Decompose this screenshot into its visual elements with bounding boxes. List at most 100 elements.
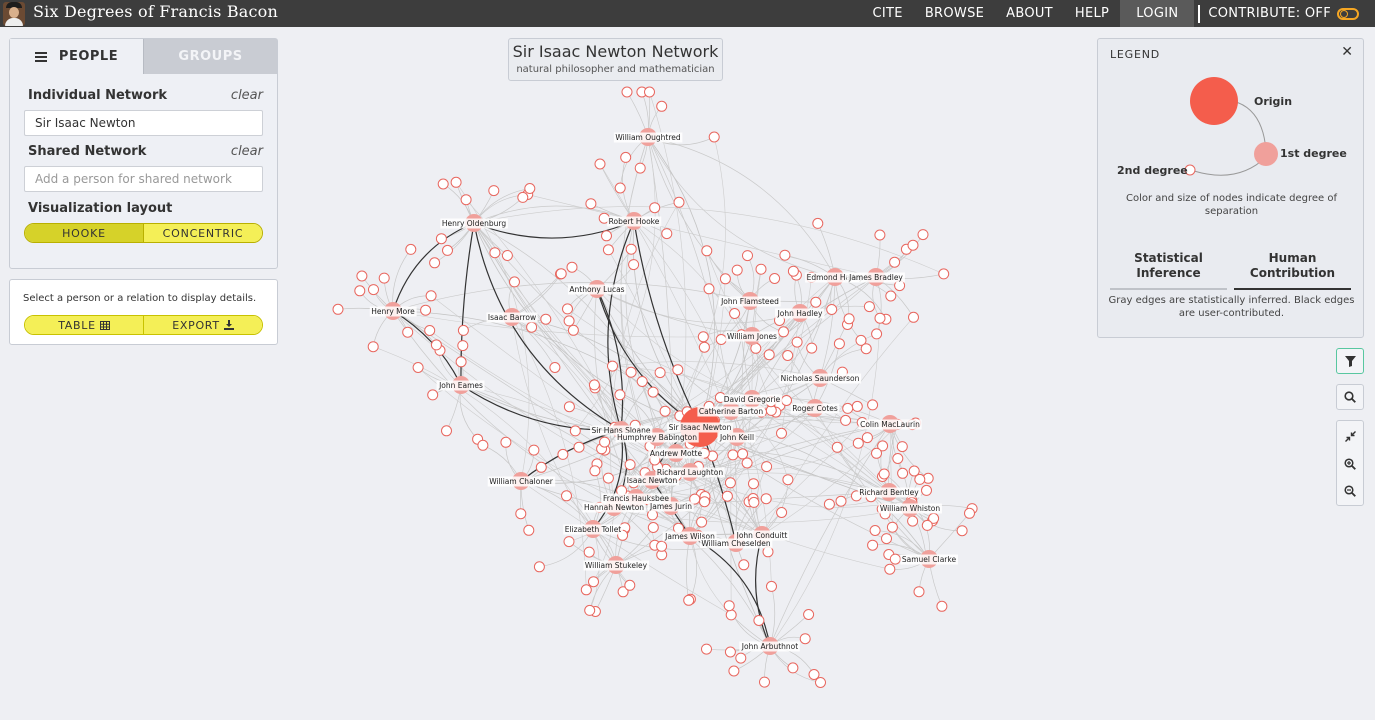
zoom-out-button[interactable]	[1337, 478, 1363, 504]
edge-statistical[interactable]	[527, 194, 877, 278]
second-degree-node[interactable]	[753, 615, 765, 626]
edge-statistical[interactable]	[612, 361, 821, 379]
second-degree-node[interactable]	[540, 313, 552, 325]
second-degree-node[interactable]	[871, 328, 883, 340]
export-button[interactable]: EXPORT	[143, 316, 262, 334]
fit-button[interactable]	[1337, 423, 1363, 449]
edge-statistical[interactable]	[761, 317, 914, 536]
contribute-toggle[interactable]	[1337, 7, 1359, 20]
tab-statistical-inference[interactable]: Statistical Inference	[1110, 251, 1227, 290]
second-degree-node[interactable]	[742, 250, 753, 262]
search-button[interactable]	[1336, 384, 1364, 410]
second-degree-node[interactable]	[649, 202, 661, 214]
second-degree-node[interactable]	[368, 284, 379, 296]
second-degree-node[interactable]	[781, 395, 792, 406]
second-degree-node[interactable]	[896, 441, 908, 453]
second-degree-node[interactable]	[698, 341, 710, 353]
second-degree-node[interactable]	[563, 315, 575, 327]
second-degree-node[interactable]	[567, 324, 579, 336]
second-degree-node[interactable]	[625, 366, 637, 378]
edge-user-contributed[interactable]	[596, 288, 624, 431]
second-degree-node[interactable]	[588, 379, 600, 391]
edge-statistical[interactable]	[430, 295, 763, 536]
second-degree-node[interactable]	[555, 268, 567, 280]
second-degree-node[interactable]	[602, 472, 614, 484]
close-icon[interactable]: ✕	[1341, 44, 1353, 60]
second-degree-node[interactable]	[354, 285, 366, 297]
edge-statistical[interactable]	[473, 205, 635, 224]
second-degree-node[interactable]	[661, 228, 673, 240]
second-degree-node[interactable]	[908, 311, 919, 323]
second-degree-node[interactable]	[724, 477, 736, 489]
second-degree-node[interactable]	[561, 490, 572, 502]
second-degree-node[interactable]	[964, 507, 975, 519]
second-degree-node[interactable]	[424, 325, 436, 336]
second-degree-node[interactable]	[594, 158, 606, 170]
edge-statistical[interactable]	[596, 288, 801, 324]
second-degree-node[interactable]	[625, 243, 637, 255]
edge-statistical[interactable]	[599, 507, 911, 523]
second-degree-node[interactable]	[852, 437, 864, 449]
edge-statistical[interactable]	[647, 136, 737, 544]
edge-statistical[interactable]	[689, 535, 697, 600]
second-degree-node[interactable]	[748, 478, 759, 490]
second-degree-node[interactable]	[599, 436, 611, 448]
second-degree-node[interactable]	[808, 669, 820, 680]
edge-user-contributed[interactable]	[473, 222, 622, 431]
edge-statistical[interactable]	[819, 333, 877, 379]
second-degree-node[interactable]	[823, 498, 835, 510]
layout-hooke-button[interactable]: HOOKE	[25, 224, 143, 242]
second-degree-node[interactable]	[782, 474, 794, 486]
edge-statistical[interactable]	[392, 282, 751, 312]
edge-statistical[interactable]	[647, 136, 836, 278]
edge-statistical[interactable]	[511, 316, 701, 428]
second-degree-node[interactable]	[617, 586, 629, 598]
second-degree-node[interactable]	[457, 324, 469, 336]
second-degree-node[interactable]	[914, 473, 926, 485]
second-degree-node[interactable]	[871, 447, 882, 459]
edge-statistical[interactable]	[511, 316, 656, 546]
second-degree-node[interactable]	[624, 579, 636, 591]
second-degree-node[interactable]	[601, 230, 612, 242]
second-degree-node[interactable]	[517, 191, 529, 203]
second-degree-node[interactable]	[936, 600, 948, 612]
second-degree-node[interactable]	[450, 176, 462, 188]
nav-cite[interactable]: CITE	[872, 6, 903, 21]
second-degree-node[interactable]	[566, 261, 578, 273]
edge-statistical[interactable]	[889, 423, 893, 528]
edge-statistical[interactable]	[520, 480, 732, 616]
second-degree-node[interactable]	[842, 402, 854, 414]
second-degree-node[interactable]	[728, 665, 740, 677]
second-degree-node[interactable]	[760, 493, 772, 505]
edge-statistical[interactable]	[575, 136, 656, 432]
second-degree-node[interactable]	[921, 484, 932, 496]
second-degree-node[interactable]	[763, 349, 775, 361]
second-degree-node[interactable]	[812, 217, 824, 229]
edge-statistical[interactable]	[769, 318, 881, 647]
second-degree-node[interactable]	[654, 367, 666, 379]
second-degree-node[interactable]	[759, 676, 770, 688]
edge-statistical[interactable]	[473, 206, 944, 275]
second-degree-node[interactable]	[907, 515, 919, 527]
second-degree-node[interactable]	[589, 465, 601, 477]
second-degree-node[interactable]	[621, 86, 633, 98]
second-degree-node[interactable]	[886, 521, 898, 533]
second-degree-node[interactable]	[748, 496, 760, 508]
second-degree-node[interactable]	[761, 461, 773, 473]
second-degree-node[interactable]	[725, 609, 737, 621]
second-degree-node[interactable]	[523, 524, 535, 536]
second-degree-node[interactable]	[420, 304, 432, 316]
second-degree-node[interactable]	[489, 247, 501, 259]
second-degree-node[interactable]	[699, 496, 710, 508]
second-degree-node[interactable]	[683, 594, 695, 606]
edge-statistical[interactable]	[610, 202, 680, 508]
edge-user-contributed[interactable]	[392, 222, 475, 312]
second-degree-node[interactable]	[656, 540, 668, 552]
second-degree-node[interactable]	[881, 533, 892, 545]
second-degree-node[interactable]	[719, 273, 731, 285]
edge-user-contributed[interactable]	[473, 220, 635, 239]
second-degree-node[interactable]	[907, 239, 919, 251]
edge-statistical[interactable]	[608, 249, 737, 544]
second-degree-node[interactable]	[442, 244, 453, 256]
second-degree-node[interactable]	[647, 386, 659, 398]
